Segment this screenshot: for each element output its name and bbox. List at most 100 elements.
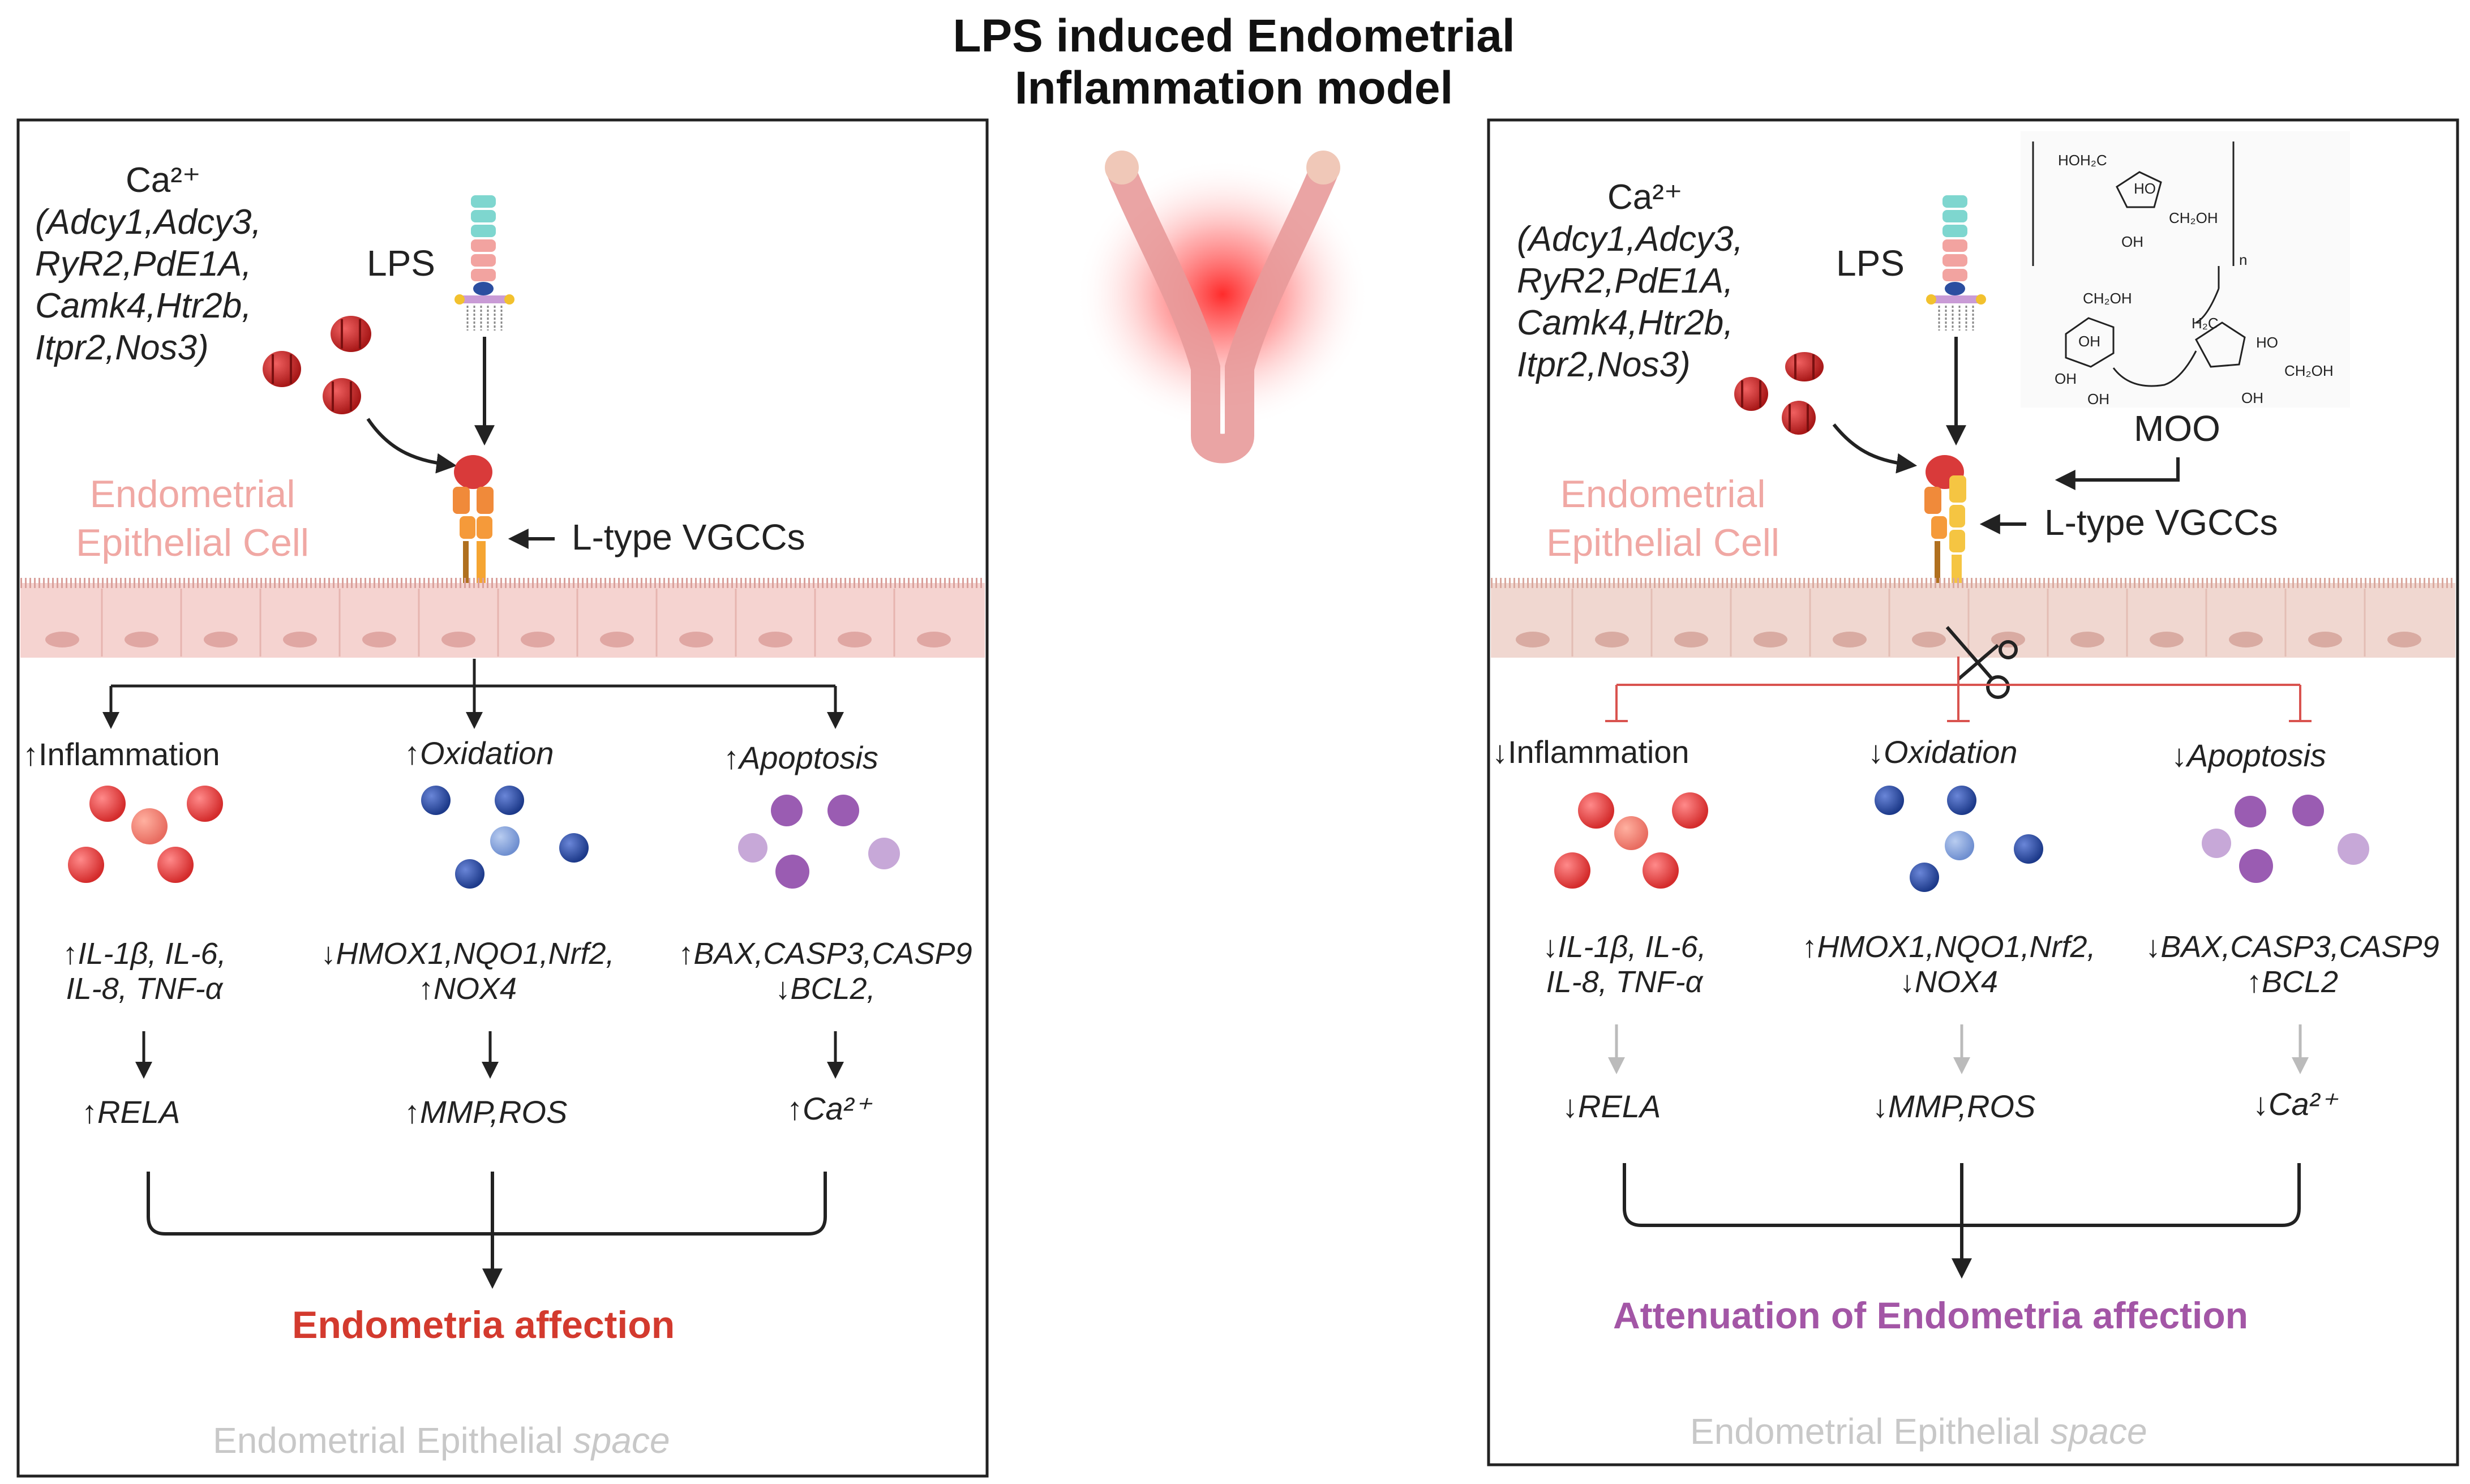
left-down-arrows — [135, 1031, 844, 1079]
scissors-icon — [1945, 626, 2018, 699]
ca-ion-icon — [1734, 352, 1824, 435]
structure-label: OH — [2241, 389, 2263, 406]
gene-line: ↑HMOX1,NQO1,Nrf2, — [1802, 930, 2096, 964]
moo-arrow — [2055, 457, 2180, 490]
space-label-text: Endometrial Epithelial — [1690, 1411, 2040, 1452]
gene-line: ↓BCL2, — [775, 972, 876, 1006]
gene-line: Camk4,Htr2b, — [35, 286, 252, 325]
outcome-label: Endometria affection — [292, 1303, 675, 1346]
epithelium-layer — [20, 578, 985, 658]
structure-label: HOH₂C — [2058, 152, 2107, 169]
space-label-italic: space — [2050, 1411, 2147, 1452]
gene-line: ↓NOX4 — [1899, 965, 1999, 999]
oxidation-molecules-icon — [421, 786, 589, 889]
cell-label-line: Endometrial — [1560, 473, 1766, 516]
gene-line: Itpr2,Nos3) — [1517, 345, 1691, 384]
branch-label-apoptosis: ↓Apoptosis — [2171, 737, 2326, 773]
gene-line: Itpr2,Nos3) — [35, 328, 209, 367]
gene-markers-oxidation: ↑HMOX1,NQO1,Nrf2, ↓NOX4 — [1770, 929, 2127, 1000]
gene-line: IL-8, TNF-α — [66, 972, 223, 1006]
gene-markers-inflammation: ↓IL-1β, IL-6, IL-8, TNF-α — [1517, 929, 1732, 1000]
moo-label: MOO — [2134, 408, 2220, 449]
gene-markers-oxidation: ↓HMOX1,NQO1,Nrf2, ↑NOX4 — [286, 936, 649, 1006]
structure-label: CH₂OH — [2284, 362, 2334, 379]
title-line-1: LPS induced Endometrial — [953, 10, 1515, 62]
structure-label: H₂C — [2192, 315, 2219, 332]
lps-label: LPS — [1836, 243, 1905, 284]
cell-label-line: Epithelial Cell — [76, 521, 309, 564]
result-apoptosis: ↑Ca²⁺ — [787, 1091, 870, 1126]
inflammation-cells-icon — [68, 786, 223, 883]
gene-line: Camk4,Htr2b, — [1517, 303, 1734, 342]
gene-markers-inflammation: ↑IL-1β, IL-6, IL-8, TNF-α — [34, 936, 255, 1006]
gene-line: RyR2,PdE1A, — [35, 245, 252, 284]
space-label: Endometrial Epithelial space — [213, 1419, 670, 1461]
channel-label: L-type VGCCs — [572, 517, 805, 557]
branch-label-oxidation: ↑Oxidation — [404, 735, 554, 771]
gene-line: ↑BCL2 — [2246, 965, 2339, 999]
gene-line: ↑NOX4 — [418, 972, 517, 1006]
lps-label: LPS — [367, 243, 435, 284]
result-inflammation: ↓RELA — [1562, 1088, 1661, 1124]
cell-label: Endometrial Epithelial Cell — [1533, 470, 1793, 567]
right-panel-frame — [1487, 118, 2459, 1466]
cell-label-line: Endometrial — [89, 473, 295, 516]
structure-label: OH — [2087, 391, 2109, 408]
gene-line: (Adcy1,Adcy3, — [1517, 220, 1743, 259]
result-inflammation: ↑RELA — [82, 1094, 181, 1130]
structure-label: CH₂OH — [2169, 209, 2218, 226]
epithelium-layer — [1491, 578, 2455, 658]
uterus-illustration — [1075, 151, 1370, 464]
inflammation-cells-icon — [1554, 792, 1708, 889]
gene-line: ↑BAX,CASP3,CASP9 — [678, 937, 972, 971]
gene-line: (Adcy1,Adcy3, — [35, 203, 261, 242]
right-inhibition-lines — [1605, 657, 2312, 722]
moo-chemical-structure — [2021, 131, 2350, 408]
ca-ion-icon — [263, 316, 371, 414]
outcome-label: Attenuation of Endometria affection — [1613, 1294, 2248, 1336]
oxidation-molecules-icon — [1875, 786, 2043, 892]
ca-label: Ca²⁺ — [1607, 178, 1683, 217]
branch-label-inflammation: ↓Inflammation — [1492, 734, 1689, 770]
gene-line: ↑IL-1β, IL-6, — [62, 937, 226, 971]
space-label-italic: space — [573, 1420, 670, 1461]
structure-label: HO — [2256, 334, 2278, 351]
structure-label: n — [2239, 251, 2248, 268]
result-oxidation: ↓MMP,ROS — [1872, 1088, 2036, 1124]
right-down-arrows — [1608, 1024, 2309, 1074]
ca-influx-arrow — [1832, 423, 1918, 474]
structure-label: OH — [2055, 370, 2077, 387]
branch-label-inflammation: ↑Inflammation — [23, 736, 220, 772]
lps-molecule-icon — [454, 195, 514, 331]
branch-label-oxidation: ↓Oxidation — [1868, 734, 2018, 770]
diagram-title: LPS induced Endometrial Inflammation mod… — [849, 10, 1619, 114]
cell-label-line: Epithelial Cell — [1546, 521, 1779, 564]
calcium-genes-list: (Adcy1,Adcy3, RyR2,PdE1A, Camk4,Htr2b, I… — [35, 201, 261, 369]
space-label: Endometrial Epithelial space — [1690, 1410, 2147, 1452]
structure-label: OH — [2078, 333, 2100, 350]
calcium-genes-list: (Adcy1,Adcy3, RyR2,PdE1A, Camk4,Htr2b, I… — [1517, 218, 1743, 386]
gene-line: ↓IL-1β, IL-6, — [1542, 930, 1706, 964]
channel-label: L-type VGCCs — [2044, 502, 2278, 543]
apoptosis-bodies-icon — [2202, 795, 2369, 883]
result-apoptosis: ↓Ca²⁺ — [2253, 1086, 2336, 1122]
structure-label: OH — [2121, 233, 2143, 250]
gene-line: ↓BAX,CASP3,CASP9 — [2145, 930, 2439, 964]
gene-line: RyR2,PdE1A, — [1517, 261, 1734, 301]
gene-markers-apoptosis: ↑BAX,CASP3,CASP9 ↓BCL2, — [667, 936, 984, 1006]
left-panel-frame — [16, 118, 989, 1478]
apoptosis-bodies-icon — [738, 795, 900, 889]
lps-molecule-icon — [1926, 195, 1986, 331]
gene-markers-apoptosis: ↓BAX,CASP3,CASP9 ↑BCL2 — [2134, 929, 2451, 1000]
right-convergence-bracket — [1623, 1163, 2301, 1279]
result-oxidation: ↑MMP,ROS — [404, 1094, 568, 1130]
gene-line: ↓HMOX1,NQO1,Nrf2, — [320, 937, 615, 971]
ca-label: Ca²⁺ — [126, 161, 201, 200]
title-line-2: Inflammation model — [1014, 62, 1453, 114]
left-convergence-bracket — [147, 1172, 827, 1289]
structure-label: CH₂OH — [2083, 290, 2132, 307]
gene-line: IL-8, TNF-α — [1546, 965, 1703, 999]
left-branch-arrows — [102, 659, 844, 729]
branch-label-apoptosis: ↑Apoptosis — [723, 740, 878, 775]
